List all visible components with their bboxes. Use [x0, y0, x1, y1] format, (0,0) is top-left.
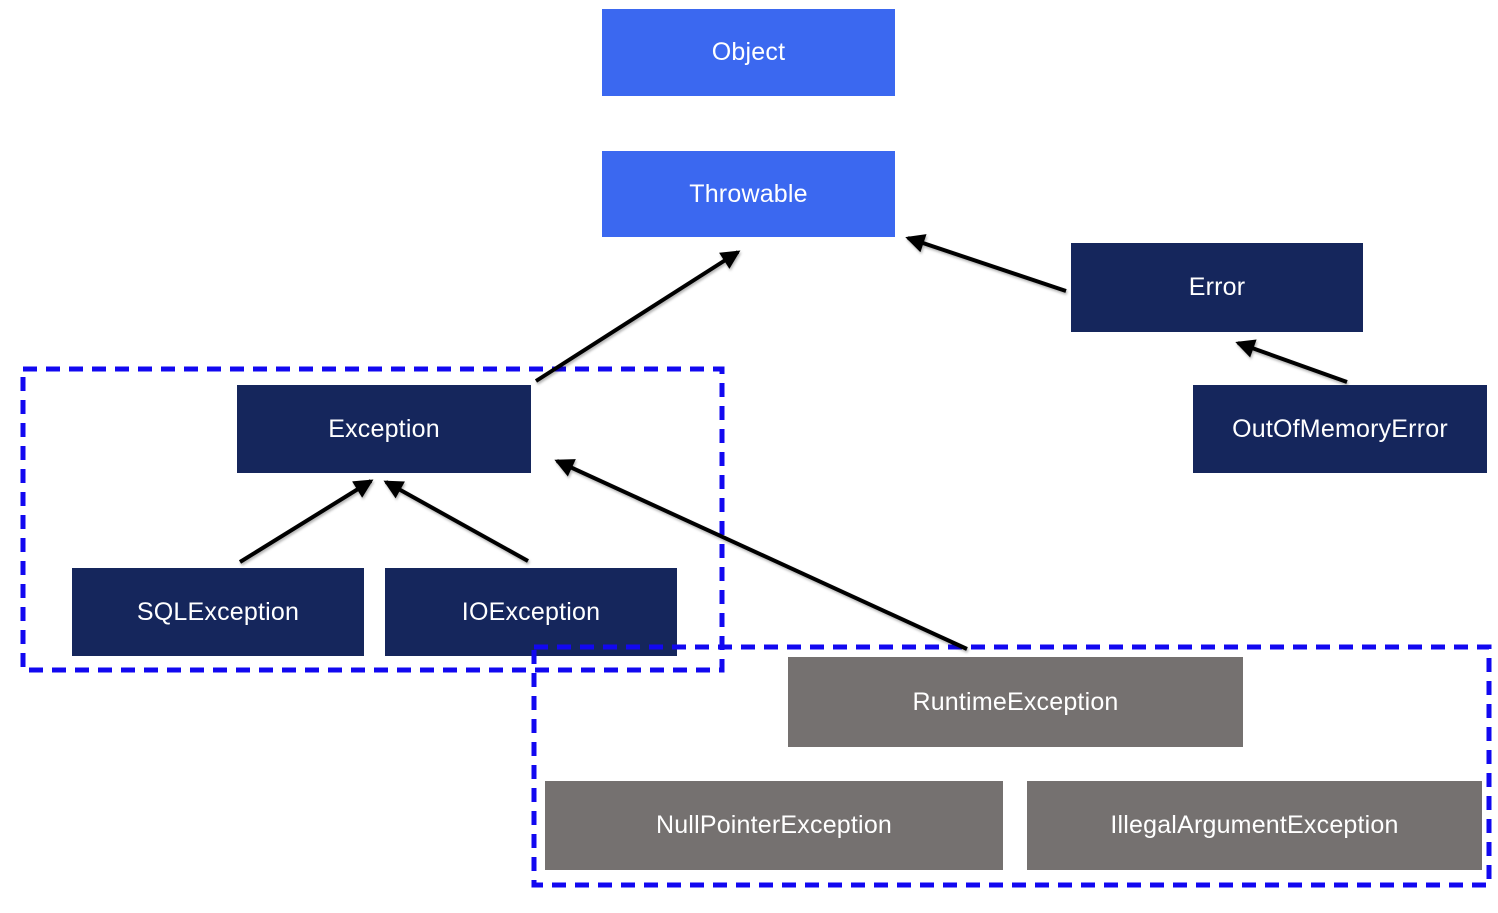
node-throwable-label: Throwable: [689, 179, 808, 208]
node-io-exception-label: IOException: [461, 597, 601, 626]
node-exception-label: Exception: [328, 414, 440, 443]
node-io-exception: IOException: [385, 568, 677, 656]
node-throwable: Throwable: [602, 151, 895, 237]
node-null-pointer-exception: NullPointerException: [545, 781, 1003, 870]
node-object: Object: [602, 9, 895, 96]
node-error: Error: [1071, 243, 1363, 332]
node-runtime-exception: RuntimeException: [788, 657, 1243, 747]
node-out-of-memory-error-label: OutOfMemoryError: [1232, 414, 1448, 443]
node-exception: Exception: [237, 385, 531, 473]
node-sql-exception-label: SQLException: [136, 597, 300, 626]
node-runtime-exception-label: RuntimeException: [912, 687, 1119, 716]
node-error-label: Error: [1188, 273, 1246, 301]
node-sql-exception: SQLException: [72, 568, 364, 656]
node-illegal-argument-exception-label: IllegalArgumentException: [1110, 811, 1399, 839]
node-null-pointer-exception-label: NullPointerException: [655, 811, 893, 839]
node-illegal-argument-exception: IllegalArgumentException: [1027, 781, 1482, 870]
node-out-of-memory-error: OutOfMemoryError: [1193, 385, 1487, 473]
node-object-label: Object: [711, 38, 786, 66]
